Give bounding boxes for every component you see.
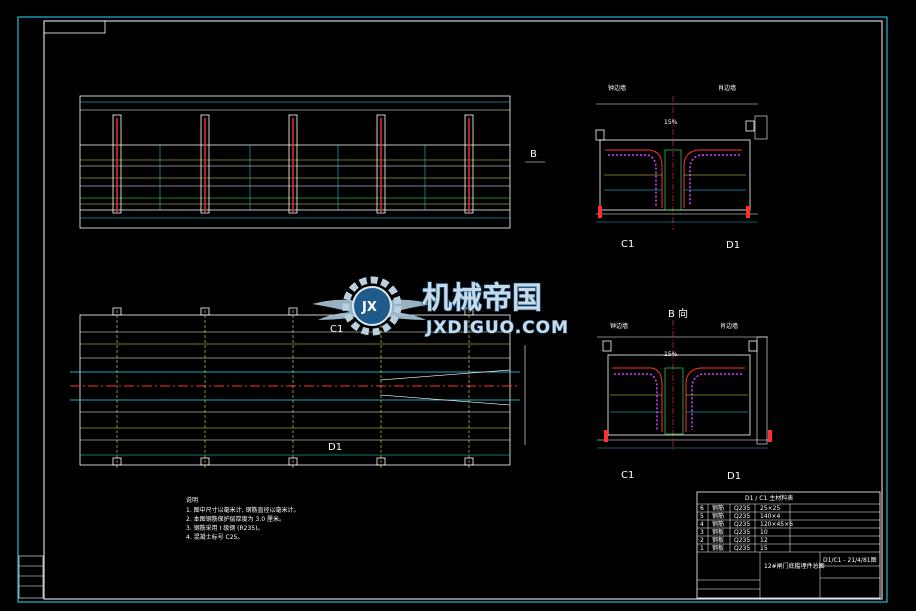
lower-right-side-label: 肖边墙 — [720, 322, 738, 330]
section-label-b-view: B 向 — [668, 307, 688, 320]
left-strip-box — [18, 555, 44, 599]
watermark-cn-text: 机械帝国 — [422, 281, 542, 316]
plan-view — [70, 307, 526, 468]
table-row-6-name: 钢板 — [712, 544, 724, 552]
upper-cross-section: 钟边墙 肖边墙 15% — [595, 84, 768, 230]
lower-left-side-label: 钟边墙 — [610, 322, 628, 330]
table-row-6-mat: Q235 — [734, 545, 750, 552]
table-row-3-no: 4 — [700, 521, 704, 528]
section-label-b: B — [530, 149, 537, 160]
notes-line-3: 3. 钢筋采用 I 级钢 (R235)。 — [186, 524, 263, 532]
table-row-6-spec: 15 — [760, 545, 768, 552]
outer-frame — [17, 16, 888, 603]
lower-cross-section: 钟边墙 肖边墙 15% — [597, 320, 772, 450]
title-block: D1 / C1 主材料表 6 钢筋 Q235 25×25 5 钢筋 Q235 1… — [696, 491, 881, 599]
table-row-5-spec: 12 — [760, 537, 768, 544]
table-row-4-mat: Q235 — [734, 529, 750, 536]
lower-label-d1: D1 — [727, 471, 741, 482]
corner-tag — [43, 20, 106, 34]
table-row-1-spec: 25×25 — [760, 505, 780, 512]
table-row-2-name: 钢筋 — [712, 512, 724, 520]
notes-line-2: 2. 本图钢筋保护层厚度为 3.0 厘米。 — [186, 515, 285, 523]
table-title: D1 / C1 主材料表 — [745, 494, 793, 502]
table-row-1-name: 钢筋 — [712, 504, 724, 512]
watermark-badge: JX — [361, 300, 377, 315]
table-row-3-spec: 120×45×6 — [760, 521, 793, 528]
lower-label-c1: C1 — [621, 470, 634, 481]
elevation-view — [79, 95, 511, 229]
table-row-4-no: 3 — [700, 529, 704, 536]
upper-label-c1: C1 — [621, 239, 634, 250]
table-row-1-mat: Q235 — [734, 505, 750, 512]
plan-label-d1: D1 — [328, 442, 342, 453]
table-row-2-spec: 140×4 — [760, 513, 780, 520]
plan-label-c1: C1 — [330, 324, 343, 335]
inner-frame — [43, 20, 883, 600]
drawing-number: D1/C1 - 21/4/81图 — [823, 557, 877, 564]
table-row-6-no: 1 — [700, 545, 704, 552]
watermark-logo: JX 机械帝国 JXDIGUO.COM — [312, 276, 569, 339]
table-row-4-spec: 10 — [760, 529, 768, 536]
watermark-en-text: JXDIGUO.COM — [425, 318, 569, 338]
table-row-2-no: 5 — [700, 513, 704, 520]
notes-line-1: 1. 图中尺寸以毫米计, 钢筋直径以毫米计。 — [186, 506, 299, 514]
table-row-4-name: 钢板 — [712, 528, 724, 536]
table-row-1-no: 6 — [700, 505, 704, 512]
notes-title: 说明 — [186, 496, 198, 504]
lower-center-dim: 15% — [664, 351, 678, 358]
upper-right-side-label: 肖边墙 — [718, 84, 736, 92]
design-notes: 说明 1. 图中尺寸以毫米计, 钢筋直径以毫米计。 2. 本图钢筋保护层厚度为 … — [186, 496, 299, 541]
table-row-2-mat: Q235 — [734, 513, 750, 520]
table-row-3-mat: Q235 — [734, 521, 750, 528]
drawing-title: 12#闸门底槛埋件总图 — [764, 562, 825, 570]
notes-line-4: 4. 混凝土标号 C25。 — [186, 533, 243, 541]
upper-left-side-label: 钟边墙 — [608, 84, 626, 92]
table-row-5-no: 2 — [700, 537, 704, 544]
table-row-3-name: 钢筋 — [712, 520, 724, 528]
upper-center-dim: 15% — [664, 119, 678, 126]
table-row-5-name: 钢板 — [712, 536, 724, 544]
gear-icon — [342, 276, 402, 336]
table-row-5-mat: Q235 — [734, 537, 750, 544]
upper-label-d1: D1 — [726, 240, 740, 251]
